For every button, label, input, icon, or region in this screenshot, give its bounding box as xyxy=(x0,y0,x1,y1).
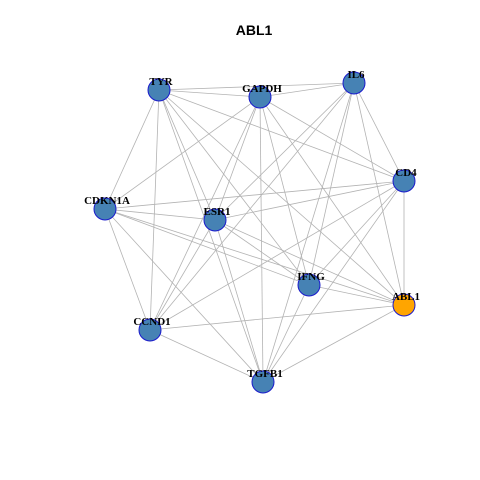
node-ccnd1[interactable] xyxy=(138,318,162,342)
edge-cdkn1a-ccnd1 xyxy=(104,208,151,331)
node-esr1[interactable] xyxy=(203,208,227,232)
edge-gapdh-esr1 xyxy=(214,96,261,221)
edge-cd4-ccnd1 xyxy=(149,180,405,331)
node-label-cdkn1a: CDKN1A xyxy=(84,195,130,207)
node-label-ccnd1: CCND1 xyxy=(133,316,170,328)
node-label-cd4: CD4 xyxy=(395,167,417,179)
node-ifng[interactable] xyxy=(297,273,321,297)
edge-tyr-ccnd1 xyxy=(149,89,160,331)
edge-tyr-tgfb1 xyxy=(158,89,264,383)
edge-cd4-tgfb1 xyxy=(262,180,405,383)
node-layer xyxy=(93,71,416,394)
node-cdkn1a[interactable] xyxy=(93,197,117,221)
edge-ifng-abl1 xyxy=(308,284,405,306)
edge-tyr-cdkn1a xyxy=(104,89,160,210)
node-tyr[interactable] xyxy=(147,78,171,102)
node-cd4[interactable] xyxy=(392,169,416,193)
edge-tyr-esr1 xyxy=(158,89,216,221)
edge-esr1-abl1 xyxy=(214,219,405,306)
edge-cdkn1a-esr1 xyxy=(104,208,216,221)
edge-layer xyxy=(104,82,405,383)
node-label-il6: IL6 xyxy=(347,69,365,81)
edge-il6-esr1 xyxy=(214,82,355,221)
node-abl1[interactable] xyxy=(392,293,416,317)
edge-cdkn1a-ifng xyxy=(104,208,310,286)
edge-cdkn1a-tgfb1 xyxy=(104,208,264,383)
edge-il6-tgfb1 xyxy=(262,82,355,383)
edge-tyr-cd4 xyxy=(158,89,405,182)
edge-gapdh-ifng xyxy=(259,96,310,286)
edge-gapdh-ccnd1 xyxy=(149,96,261,331)
edge-cd4-ifng xyxy=(308,180,405,286)
node-label-abl1: ABL1 xyxy=(392,291,420,303)
edge-tyr-ifng xyxy=(158,89,310,286)
node-label-esr1: ESR1 xyxy=(204,206,231,218)
node-gapdh[interactable] xyxy=(248,85,272,109)
edge-abl1-ccnd1 xyxy=(149,304,405,331)
graph-title: ABL1 xyxy=(236,22,273,38)
edge-ifng-tgfb1 xyxy=(262,284,310,383)
edge-gapdh-cdkn1a xyxy=(104,96,261,210)
node-label-ifng: IFNG xyxy=(297,271,325,283)
edge-il6-ccnd1 xyxy=(149,82,355,331)
node-label-gapdh: GAPDH xyxy=(242,83,282,95)
edge-cdkn1a-abl1 xyxy=(104,208,405,306)
edge-il6-abl1 xyxy=(353,82,405,306)
edge-gapdh-il6 xyxy=(259,82,355,98)
edge-cd4-cdkn1a xyxy=(104,180,405,210)
edge-il6-ifng xyxy=(308,82,355,286)
edge-esr1-ccnd1 xyxy=(149,219,216,331)
edge-tyr-gapdh xyxy=(158,89,261,98)
node-label-tyr: TYR xyxy=(149,76,173,88)
node-il6[interactable] xyxy=(342,71,366,95)
edge-gapdh-tgfb1 xyxy=(259,96,264,383)
edge-esr1-tgfb1 xyxy=(214,219,264,383)
edge-esr1-ifng xyxy=(214,219,310,286)
edge-cd4-esr1 xyxy=(214,180,405,221)
edge-ccnd1-tgfb1 xyxy=(149,329,264,383)
edge-abl1-tgfb1 xyxy=(262,304,405,383)
edge-gapdh-abl1 xyxy=(259,96,405,306)
edge-gapdh-cd4 xyxy=(259,96,405,182)
edge-tyr-abl1 xyxy=(158,89,405,306)
edge-il6-cd4 xyxy=(353,82,405,182)
node-label-tgfb1: TGFB1 xyxy=(247,368,282,380)
node-tgfb1[interactable] xyxy=(251,370,275,394)
